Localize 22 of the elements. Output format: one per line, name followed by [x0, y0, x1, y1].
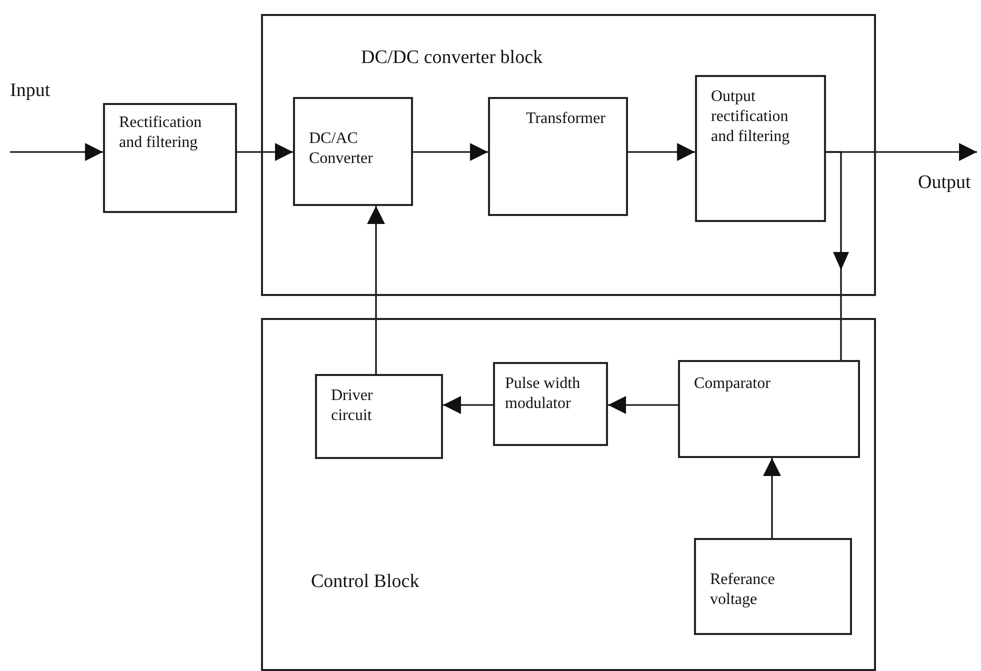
- box-label: Pulse width modulator: [505, 374, 582, 414]
- box-label: Transformer: [526, 109, 606, 129]
- process-box: [488, 97, 628, 216]
- process-box: [695, 75, 826, 222]
- terminal-label: Output: [918, 172, 971, 194]
- process-box: [493, 362, 608, 446]
- process-box: [293, 97, 413, 206]
- block-title: Control Block: [311, 570, 420, 594]
- block-title: DC/DC converter block: [361, 46, 544, 70]
- box-label: Referance voltage: [710, 570, 776, 610]
- box-label: Driver circuit: [331, 386, 374, 426]
- box-label: Rectification and filtering: [119, 113, 203, 153]
- process-box: [694, 538, 852, 635]
- box-label: DC/AC Converter: [309, 129, 374, 169]
- process-box: [315, 374, 443, 459]
- block-frame: [261, 14, 876, 296]
- box-label: Output rectification and filtering: [711, 87, 791, 147]
- terminal-label: Input: [10, 80, 50, 102]
- block-frame: [261, 318, 876, 671]
- box-label: Comparator: [694, 374, 772, 394]
- process-box: [678, 360, 860, 458]
- process-box: [103, 103, 237, 213]
